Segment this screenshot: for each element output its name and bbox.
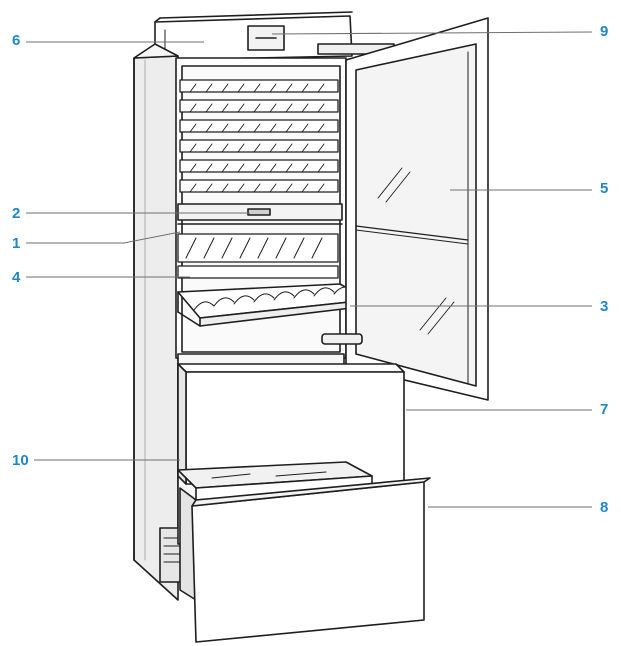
callout-label-2: 2 (12, 205, 20, 222)
callout-label-6: 6 (12, 32, 20, 49)
callout-label-7: 7 (600, 401, 608, 418)
wine-shelves-upper (179, 79, 339, 193)
callout-label-1: 1 (12, 235, 20, 252)
callout-label-4: 4 (12, 269, 21, 286)
hinge-bottom (321, 333, 363, 345)
callout-label-5: 5 (600, 180, 608, 197)
callout-label-3: 3 (600, 298, 608, 315)
wine-fridge-illustration (133, 11, 489, 643)
open-glass-door (321, 17, 489, 401)
interior-control-panel (177, 203, 343, 225)
pull-out-shelf (177, 283, 369, 327)
wine-shelves-middle (177, 233, 339, 279)
lower-drawer (177, 461, 431, 643)
top-unit (154, 11, 395, 61)
callout-label-9: 9 (600, 23, 608, 40)
callout-label-10: 10 (12, 452, 29, 469)
leader-line-9 (271, 31, 593, 35)
leader-lines (26, 31, 593, 508)
callout-labels: 1 2 3 4 5 6 7 8 9 10 (12, 23, 608, 516)
callout-label-8: 8 (600, 499, 608, 516)
leader-line-1 (26, 231, 181, 244)
upper-drawer (177, 363, 405, 485)
